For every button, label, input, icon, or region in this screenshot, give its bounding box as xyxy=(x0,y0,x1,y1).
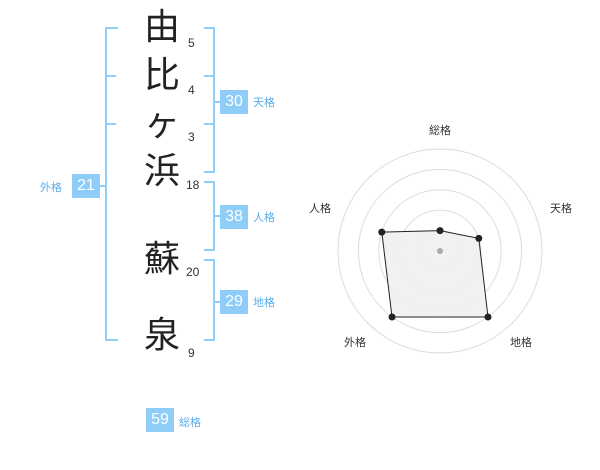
name-char-6: 泉 xyxy=(143,315,180,356)
radar-axis-label-chikaku: 地格 xyxy=(510,335,532,349)
radar-points xyxy=(378,227,492,321)
radar-axis-label-soukaku: 総格 xyxy=(429,123,451,137)
gaikaku-score-badge: 21 xyxy=(72,174,100,198)
name-char-2: 比 xyxy=(143,55,180,96)
name-char-1: 由 xyxy=(143,7,180,48)
soukaku-score-badge: 59 xyxy=(146,408,174,432)
chikaku-score-badge: 29 xyxy=(220,290,248,314)
soukaku-label: 総格 xyxy=(179,416,201,429)
chikaku-label: 地格 xyxy=(253,296,275,309)
name-char-3: ヶ xyxy=(143,103,180,144)
stroke-count-3: 3 xyxy=(188,130,195,144)
stroke-count-2: 4 xyxy=(188,83,195,97)
radar-axis-label-gaikaku: 外格 xyxy=(344,335,366,349)
chikaku-bracket xyxy=(204,259,215,341)
stroke-count-4: 18 xyxy=(186,178,200,192)
tenkaku-label: 天格 xyxy=(253,96,275,109)
radar-polygon xyxy=(381,230,489,318)
radar-axis-label-jinkaku: 人格 xyxy=(309,201,331,215)
name-char-5: 蘇 xyxy=(143,239,180,280)
tenkaku-bracket xyxy=(204,27,215,173)
radar-axis-label-tenkaku: 天格 xyxy=(550,201,572,215)
gaikaku-bracket xyxy=(105,27,118,341)
radar-point xyxy=(475,234,483,242)
stroke-count-1: 5 xyxy=(188,36,195,50)
radar-grid-ring xyxy=(337,148,543,354)
jinkaku-score-badge: 38 xyxy=(220,205,248,229)
radar-point xyxy=(484,313,492,321)
name-char-4: 浜 xyxy=(143,151,180,192)
stroke-count-5: 20 xyxy=(186,265,200,279)
tenkaku-score-badge: 30 xyxy=(220,90,248,114)
radar-grid-ring xyxy=(357,168,523,334)
jinkaku-label: 人格 xyxy=(253,211,275,224)
radar-center-dot xyxy=(437,248,443,254)
radar-point xyxy=(388,313,396,321)
stroke-count-6: 9 xyxy=(188,346,195,360)
radar-point xyxy=(378,228,386,236)
gaikaku-label: 外格 xyxy=(40,181,62,194)
radar-point xyxy=(436,227,444,235)
